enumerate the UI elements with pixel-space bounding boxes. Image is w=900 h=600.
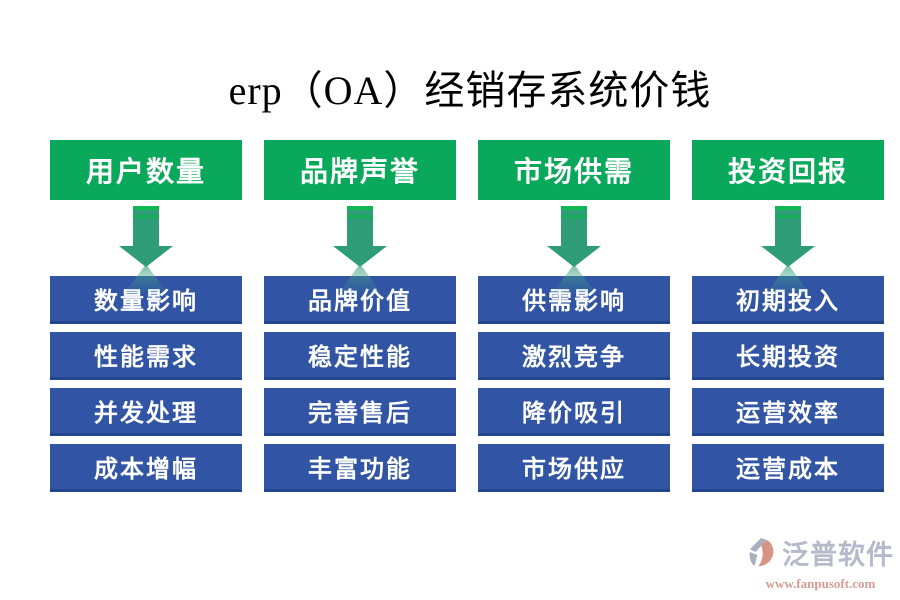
item-box: 丰富功能 — [264, 444, 456, 492]
arrow-stem — [775, 206, 801, 246]
column-user-count: 用户数量 数量影响 性能需求 并发处理 成本增幅 — [50, 140, 242, 500]
column-market-supply-demand: 市场供需 供需影响 激烈竞争 降价吸引 市场供应 — [478, 140, 670, 500]
column-brand-reputation: 品牌声誉 品牌价值 稳定性能 完善售后 丰富功能 — [264, 140, 456, 500]
column-roi: 投资回报 初期投入 长期投资 运营效率 运营成本 — [692, 140, 884, 500]
fanpu-logo-icon — [747, 536, 779, 575]
item-box: 市场供应 — [478, 444, 670, 492]
brand-url: www.fanpusoft.com — [765, 576, 876, 591]
down-arrow-icon — [50, 200, 242, 276]
down-arrow-icon — [478, 200, 670, 276]
item-box: 降价吸引 — [478, 388, 670, 436]
column-header: 用户数量 — [50, 140, 242, 200]
item-box: 完善售后 — [264, 388, 456, 436]
item-box: 并发处理 — [50, 388, 242, 436]
brand-name: 泛普软件 — [782, 540, 894, 570]
arrow-head — [119, 246, 173, 267]
fanpu-watermark: 泛普软件 www.fanpusoft.com — [747, 536, 894, 592]
arrow-head — [761, 246, 815, 267]
item-box: 稳定性能 — [264, 332, 456, 380]
item-box: 性能需求 — [50, 332, 242, 380]
column-header: 投资回报 — [692, 140, 884, 200]
page-title: erp（OA）经销存系统价钱 — [228, 68, 712, 113]
item-list: 数量影响 性能需求 并发处理 成本增幅 — [50, 276, 242, 492]
item-box: 运营成本 — [692, 444, 884, 492]
item-box: 初期投入 — [692, 276, 884, 324]
column-header: 品牌声誉 — [264, 140, 456, 200]
down-arrow-icon — [264, 200, 456, 276]
item-list: 初期投入 长期投资 运营效率 运营成本 — [692, 276, 884, 492]
item-box: 成本增幅 — [50, 444, 242, 492]
item-box: 运营效率 — [692, 388, 884, 436]
down-arrow-icon — [692, 200, 884, 276]
item-list: 品牌价值 稳定性能 完善售后 丰富功能 — [264, 276, 456, 492]
item-box: 激烈竞争 — [478, 332, 670, 380]
arrow-stem — [347, 206, 373, 246]
diagram-grid: 用户数量 数量影响 性能需求 并发处理 成本增幅 品牌声誉 品牌价值 稳定性能 … — [50, 140, 884, 500]
column-header: 市场供需 — [478, 140, 670, 200]
item-box: 长期投资 — [692, 332, 884, 380]
arrow-stem — [133, 206, 159, 246]
arrow-head — [547, 246, 601, 267]
arrow-stem — [561, 206, 587, 246]
arrow-head — [333, 246, 387, 267]
item-list: 供需影响 激烈竞争 降价吸引 市场供应 — [478, 276, 670, 492]
